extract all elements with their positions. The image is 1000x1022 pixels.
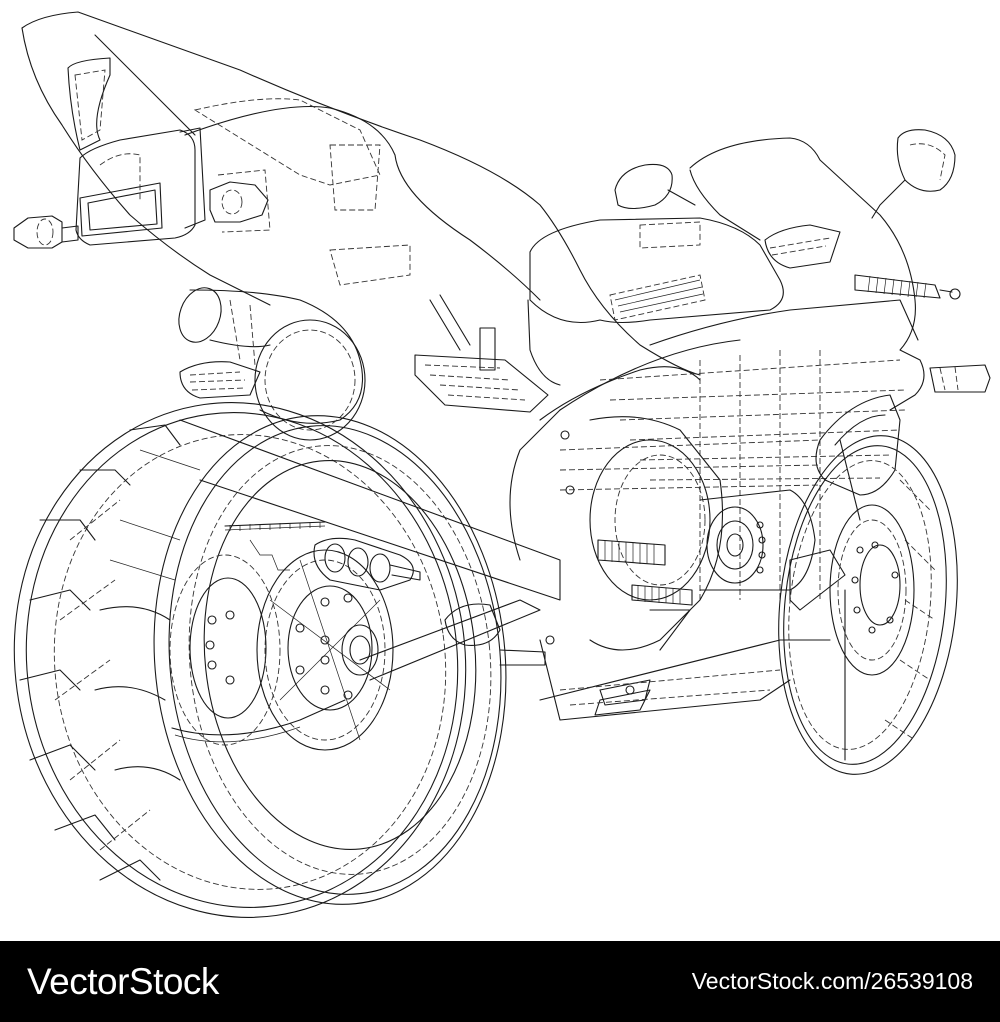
windscreen-fairing xyxy=(559,137,925,600)
engine-frame xyxy=(509,366,831,706)
motorcycle-wireframe-svg xyxy=(13,11,991,918)
lower-fairing xyxy=(539,639,791,721)
rear-tire xyxy=(13,402,467,918)
rear-turn-signals xyxy=(13,169,271,249)
watermark-stock-id: VectorStock.com/26539108 xyxy=(691,968,973,994)
handlebar-grip xyxy=(854,274,961,300)
front-turn-signal xyxy=(929,364,991,393)
fuel-tank xyxy=(527,217,784,386)
front-headlight-scoop xyxy=(815,394,901,496)
footpeg-brackets xyxy=(414,294,549,413)
tail-light-license-plate xyxy=(75,127,206,246)
tail-cowl xyxy=(21,11,701,376)
front-brake-disc xyxy=(829,439,915,761)
rear-brake-disc-sprocket xyxy=(169,549,394,751)
rear-wheel-rim xyxy=(153,415,507,905)
front-footpegs xyxy=(597,539,693,651)
drive-chain xyxy=(171,521,346,743)
swingarm-rear-shock xyxy=(179,419,561,681)
motorcycle-wireframe-illustration xyxy=(13,11,991,918)
front-tire xyxy=(778,435,958,775)
watermark-brand: VectorStock xyxy=(27,960,219,1002)
exhaust-muffler xyxy=(178,287,366,441)
mirrors xyxy=(614,129,956,219)
watermark-banner: VectorStock VectorStock.com/26539108 xyxy=(0,941,1000,1022)
